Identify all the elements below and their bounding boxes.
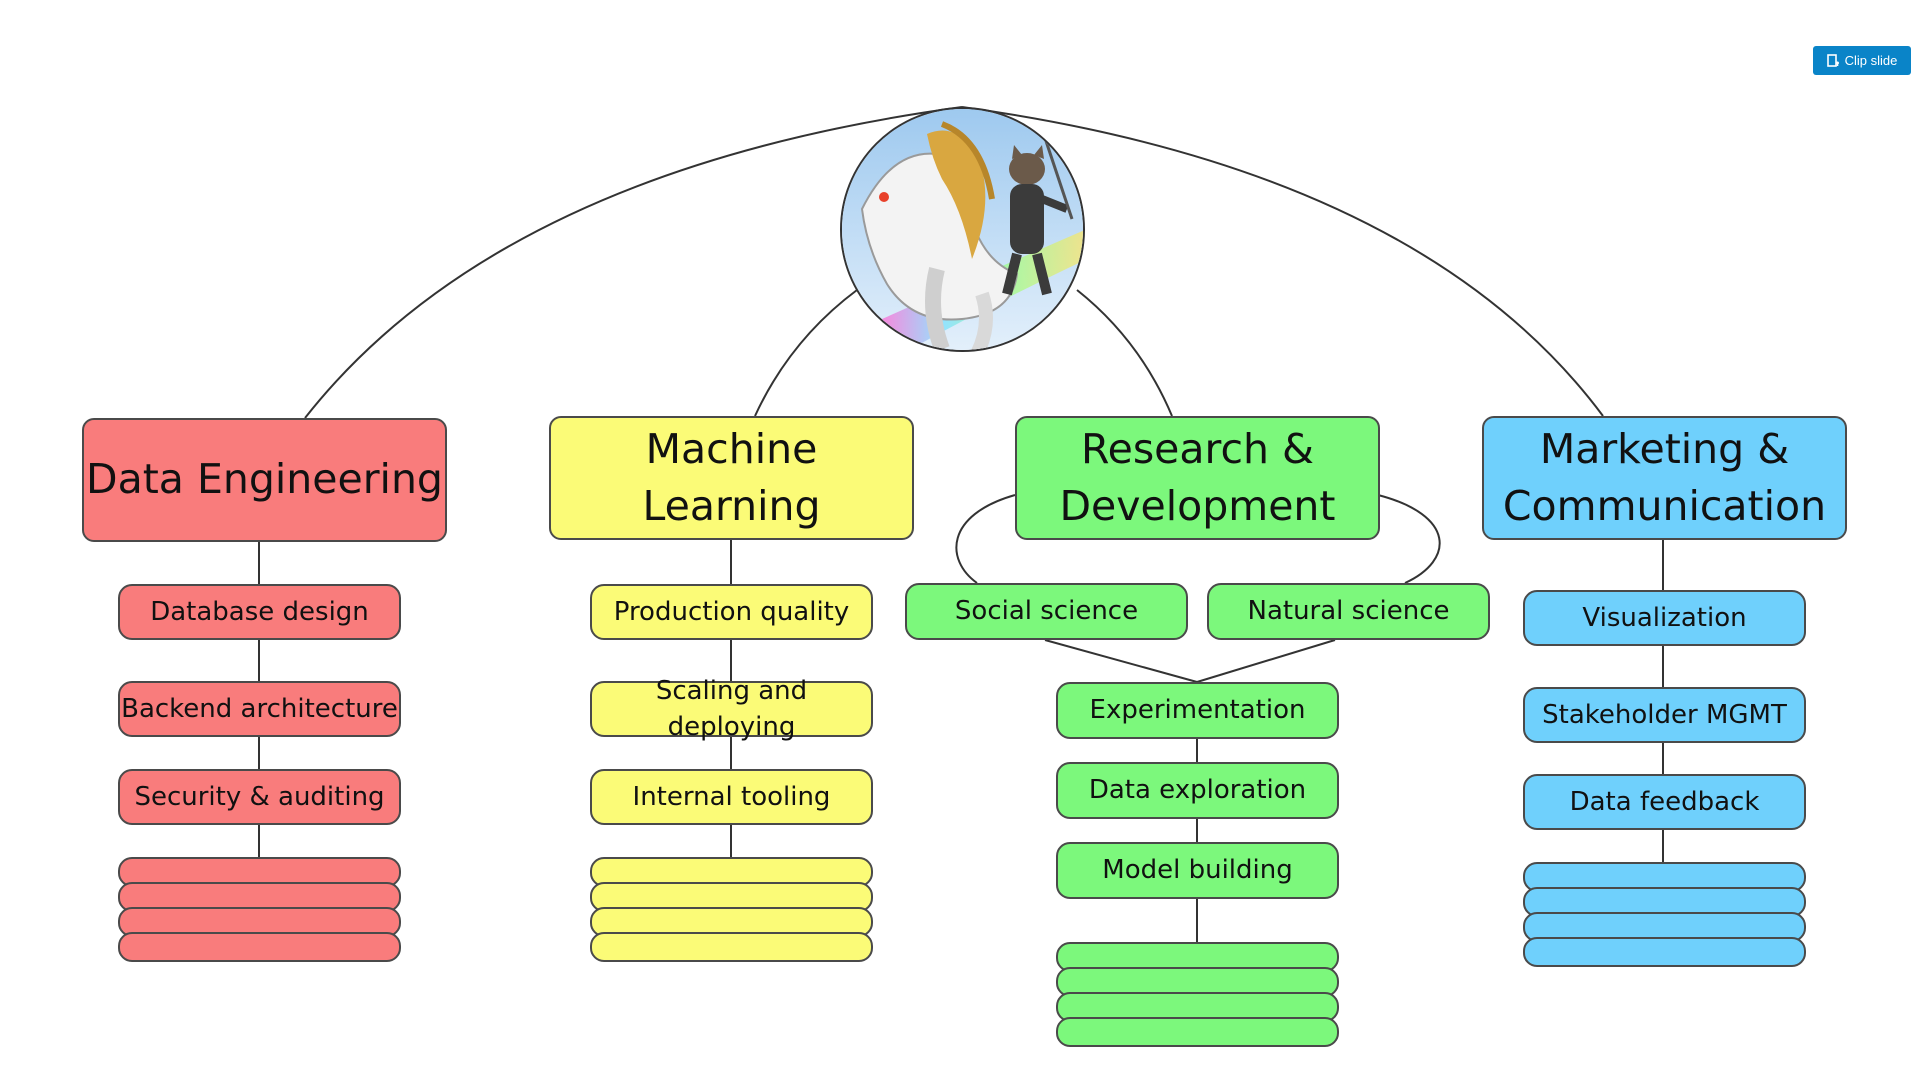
branch-research-development: Research & Development xyxy=(1015,416,1380,540)
list-item: Data feedback xyxy=(1523,774,1806,830)
placeholder-item xyxy=(1056,1017,1339,1047)
clip-slide-button[interactable]: Clip slide xyxy=(1813,46,1911,75)
list-item: Social science xyxy=(905,583,1188,640)
clip-icon xyxy=(1826,53,1839,67)
placeholder-item xyxy=(118,932,401,962)
placeholder-item xyxy=(590,932,873,962)
list-item: Data exploration xyxy=(1056,762,1339,819)
branch-machine-learning: Machine Learning xyxy=(549,416,914,540)
clip-slide-label: Clip slide xyxy=(1844,53,1898,68)
branch-data-engineering: Data Engineering xyxy=(82,418,447,542)
placeholder-item xyxy=(1523,937,1806,967)
list-item: Database design xyxy=(118,584,401,640)
branch-title-line2: Communication xyxy=(1502,482,1827,530)
branch-title-line1: Research & xyxy=(1080,424,1315,473)
list-item: Internal tooling xyxy=(590,769,873,825)
list-item: Visualization xyxy=(1523,590,1806,646)
branch-title-line2: Development xyxy=(1059,482,1336,530)
branch-title: Data Engineering xyxy=(86,455,443,504)
branch-title: Machine Learning xyxy=(642,424,821,530)
list-item: Security & auditing xyxy=(118,769,401,825)
branch-title-line1: Marketing & xyxy=(1539,424,1790,473)
horse-and-cat-rider-avatar xyxy=(840,107,1085,352)
list-item: Model building xyxy=(1056,842,1339,899)
branch-marketing-communication: Marketing & Communication xyxy=(1482,416,1847,540)
list-item: Scaling and deploying xyxy=(590,676,873,742)
list-item: Natural science xyxy=(1207,583,1490,640)
list-item: Experimentation xyxy=(1056,682,1339,739)
list-item: Production quality xyxy=(590,584,873,640)
list-item: Backend architecture xyxy=(118,681,401,737)
list-item: Stakeholder MGMT xyxy=(1523,687,1806,743)
